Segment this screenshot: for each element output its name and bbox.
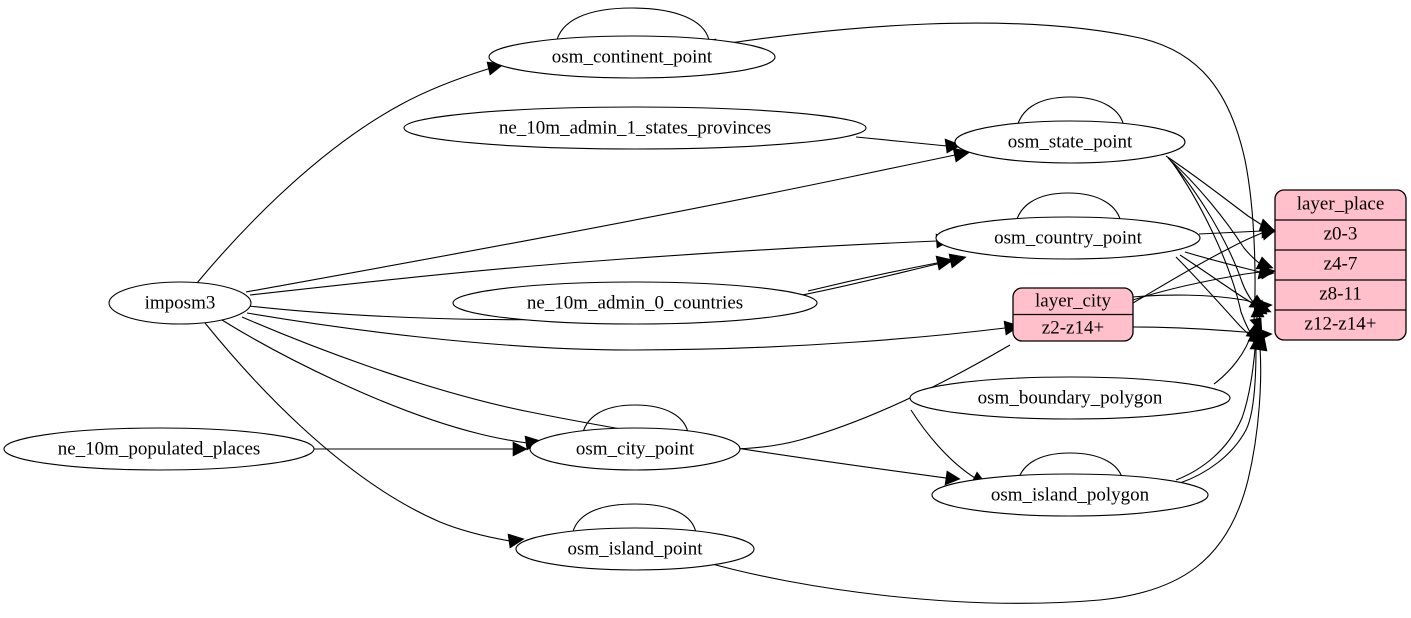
node-ne_10m_populated_places[interactable]: ne_10m_populated_places: [3, 427, 315, 471]
node-shape-osm_state_point[interactable]: [954, 120, 1186, 164]
node-imposm3[interactable]: imposm3: [108, 281, 252, 325]
node-ne_10m_admin_0_countries[interactable]: ne_10m_admin_0_countries: [452, 281, 818, 325]
edge-osm_island_point-to-layer_place-z12: [704, 335, 1268, 604]
node-shape-osm_city_point[interactable]: [529, 427, 741, 471]
edge-osm_island_polygon-to-layer_place-z12: [1179, 335, 1264, 484]
edge-imposm3-to-osm_island_polygon: [241, 316, 961, 486]
node-shape-osm_continent_point[interactable]: [488, 35, 776, 79]
node-label-osm_city_point: osm_city_point: [576, 438, 695, 459]
nodes-layer: imposm3 ne_10m_populated_places ne_10m_a…: [3, 35, 1231, 571]
node-shape-ne_10m_populated_places[interactable]: [3, 427, 315, 471]
node-shape-osm_boundary_polygon[interactable]: [909, 376, 1231, 420]
record-nodes-layer: layer_city z2-z14+ layer_place z0-3 z4-7…: [1012, 189, 1407, 342]
node-label-imposm3: imposm3: [145, 292, 216, 313]
record-row-layer_place-z4-7[interactable]: z4-7: [1324, 253, 1358, 274]
node-shape-ne_10m_admin_0_countries[interactable]: [452, 281, 818, 325]
node-ne_10m_admin_1_states_provinces[interactable]: ne_10m_admin_1_states_provinces: [403, 106, 867, 150]
record-node-layer_city[interactable]: layer_city z2-z14+: [1012, 287, 1134, 342]
node-shape-osm_country_point[interactable]: [935, 216, 1201, 260]
node-osm_island_polygon[interactable]: osm_island_polygon: [931, 473, 1209, 517]
edge-osm_state_point-to-layer_place-z0-3: [1165, 155, 1276, 232]
edge-layer_city-to-layer_place-z0-3: [1132, 226, 1277, 304]
node-shape-ne_10m_admin_1_states_provinces[interactable]: [403, 106, 867, 150]
record-box-layer_place[interactable]: [1274, 189, 1407, 341]
record-row-layer_place-z0-3[interactable]: z0-3: [1324, 223, 1358, 244]
record-row-layer_place-title: layer_place: [1297, 193, 1385, 214]
node-label-osm_continent_point: osm_continent_point: [552, 46, 713, 67]
edge-imposm3-to-osm_island_point: [204, 322, 525, 549]
node-label-osm_country_point: osm_country_point: [994, 227, 1142, 248]
node-osm_continent_point[interactable]: osm_continent_point: [488, 35, 776, 79]
edge-layer_city-to-layer_place-z12: [1132, 326, 1273, 342]
record-row-layer_city-title: layer_city: [1035, 290, 1111, 311]
node-osm_country_point[interactable]: osm_country_point: [935, 216, 1201, 260]
record-row-layer_place-z8-11[interactable]: z8-11: [1319, 283, 1362, 304]
node-osm_city_point[interactable]: osm_city_point: [529, 427, 741, 471]
edge-layer_city-to-layer_place-z4-7: [1132, 265, 1276, 301]
edge-ne_10m_populated_places-to-osm_city_point: [314, 441, 528, 457]
record-row-layer_city-z2-z14[interactable]: z2-z14+: [1042, 317, 1104, 338]
edge-imposm3-to-osm_city_point: [221, 319, 542, 451]
node-label-ne_10m_populated_places: ne_10m_populated_places: [58, 438, 261, 459]
node-label-osm_boundary_polygon: osm_boundary_polygon: [978, 387, 1163, 408]
node-shape-osm_island_polygon[interactable]: [931, 473, 1209, 517]
node-label-osm_state_point: osm_state_point: [1008, 131, 1133, 152]
record-row-layer_place-z12-z14[interactable]: z12-z14+: [1305, 313, 1377, 334]
edge-imposm3-to-osm_state_point: [245, 147, 971, 293]
record-node-layer_place[interactable]: layer_place z0-3 z4-7 z8-11 z12-z14+: [1274, 189, 1407, 341]
node-shape-osm_island_point[interactable]: [515, 527, 755, 571]
node-label-ne_10m_admin_0_countries: ne_10m_admin_0_countries: [527, 292, 743, 313]
edge-ne_10m_admin_1_states_provinces-to-osm_state_point: [855, 136, 962, 154]
edge-ne_10m_admin_0_countries-to-osm_country_point: [807, 255, 954, 292]
node-osm_boundary_polygon[interactable]: osm_boundary_polygon: [909, 376, 1231, 420]
node-osm_state_point[interactable]: osm_state_point: [954, 120, 1186, 164]
node-shape-imposm3[interactable]: [108, 281, 252, 325]
node-osm_island_point[interactable]: osm_island_point: [515, 527, 755, 571]
node-label-ne_10m_admin_1_states_provinces: ne_10m_admin_1_states_provinces: [499, 117, 771, 138]
node-label-osm_island_polygon: osm_island_polygon: [991, 484, 1150, 505]
node-label-osm_island_point: osm_island_point: [567, 538, 703, 559]
edge-imposm3-to-osm_continent_point: [196, 61, 505, 284]
